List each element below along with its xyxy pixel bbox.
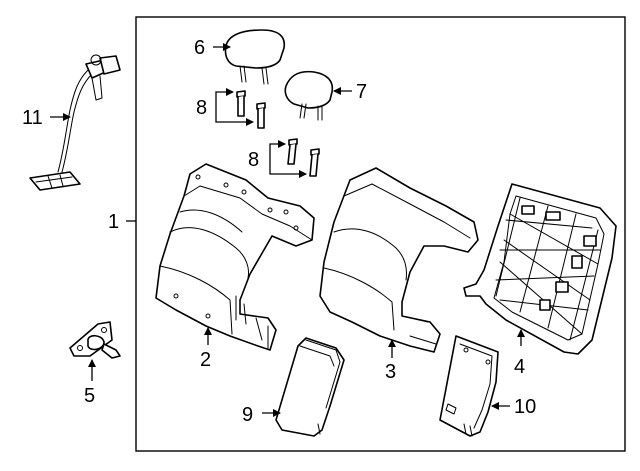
callout-1: 1: [108, 211, 119, 233]
callout-8-lower: 8: [248, 149, 259, 171]
callout-2: 2: [200, 349, 211, 371]
callout-10: 10: [514, 396, 536, 418]
guides-lower-leader: [269, 140, 307, 178]
bracket: [69, 321, 121, 359]
callout-3: 3: [385, 361, 396, 383]
guides-upper: [236, 90, 266, 129]
assembly-frame: [135, 16, 626, 452]
armrest: [275, 337, 345, 437]
guides-upper-leader: [215, 88, 254, 126]
callout-5: 5: [84, 385, 95, 407]
headrest-left: [224, 29, 286, 85]
latch-cable: [29, 54, 121, 191]
left-backrest: [155, 163, 315, 351]
headrest-right: [284, 70, 334, 121]
callout-8-upper: 8: [196, 97, 207, 119]
callout-4: 4: [514, 356, 525, 378]
back-panel: [463, 183, 617, 355]
callout-7: 7: [356, 81, 367, 103]
callout-9: 9: [242, 404, 253, 426]
guides-lower: [287, 138, 320, 177]
right-backrest: [319, 167, 479, 353]
callout-11: 11: [22, 107, 43, 129]
callout-6: 6: [194, 37, 205, 59]
trim-cover: [439, 335, 499, 437]
